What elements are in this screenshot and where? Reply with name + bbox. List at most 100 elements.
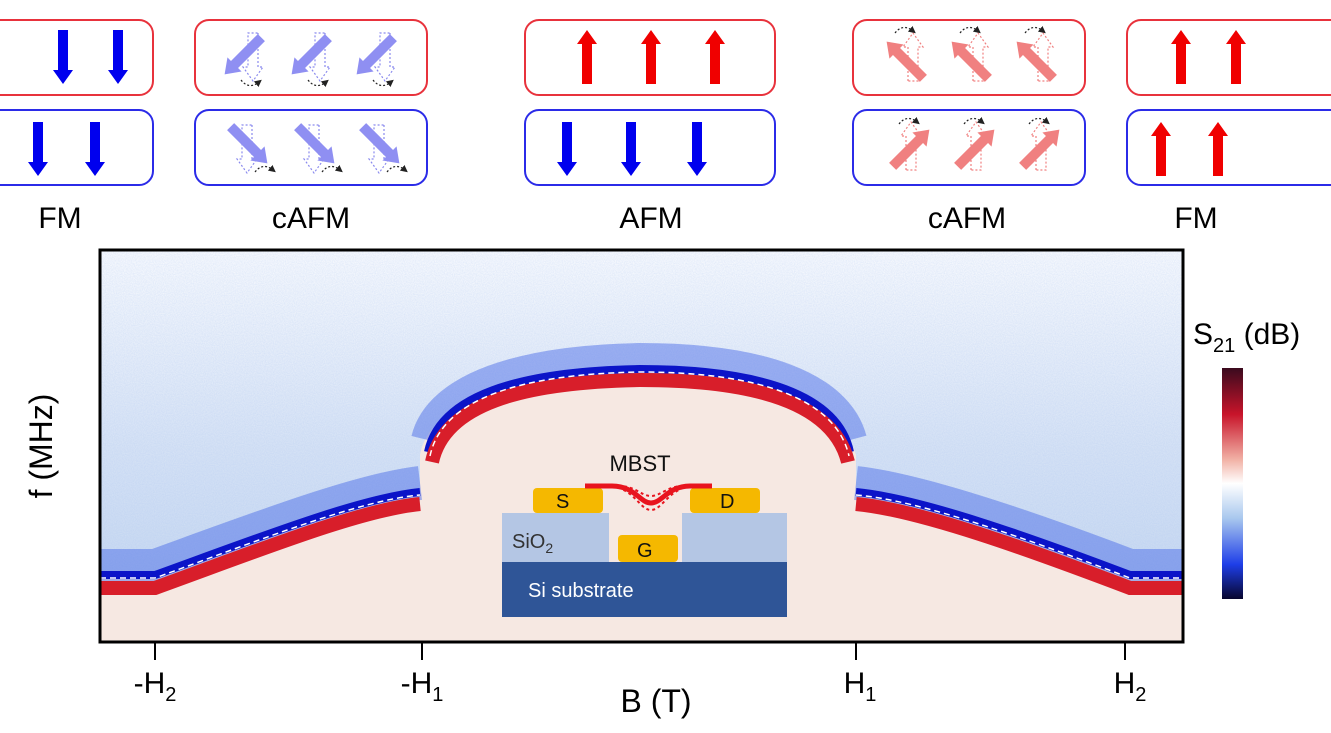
x-tick-label-h2: H2	[1114, 667, 1147, 706]
precession-curl-cafm-right-bottom-2	[1028, 116, 1050, 125]
x-tick-label-neg-h2: -H2	[134, 667, 177, 706]
spin-arrow-cafm-left-top-0	[224, 34, 265, 75]
spin-arrow-cafm-right-top-0	[886, 41, 927, 82]
spin-arrow-afm-top-2	[705, 30, 725, 84]
source-contact	[533, 488, 603, 513]
colorbar-title: S21 (dB)	[1193, 318, 1300, 357]
resonance-red-right	[855, 497, 1183, 595]
spin-arrow-afm-bottom-0	[557, 122, 577, 176]
spin-arrow-cafm-right-bottom-0	[889, 129, 930, 170]
precession-curl-cafm-left-top-0	[240, 79, 262, 88]
spin-arrow-fm-left-top-1	[108, 30, 128, 84]
spin-arrow-fm-right-bottom-1	[1208, 122, 1228, 176]
spin-arrow-cafm-left-top-ref-0	[241, 32, 265, 83]
membrane	[585, 483, 712, 506]
resonance-edge-center	[424, 364, 854, 453]
resonance-trace-left	[100, 494, 421, 579]
precession-curl-cafm-right-top-1	[959, 25, 981, 34]
panel-fm-left-bottom	[0, 109, 154, 186]
spin-arrow-cafm-right-top-ref-1	[966, 31, 990, 82]
spin-arrow-cafm-right-bottom-ref-1	[964, 120, 988, 171]
spin-arrow-cafm-left-top-2	[356, 34, 397, 75]
inset-title: MBST	[609, 451, 670, 476]
spin-arrow-cafm-right-top-1	[951, 41, 992, 82]
drain-contact	[690, 488, 760, 513]
sio2-left	[502, 513, 609, 562]
plot-frame	[98, 248, 1185, 644]
x-tick-label-h1: H1	[844, 667, 877, 706]
resonance-trace-right	[855, 494, 1183, 579]
phase-label-fm-right: FM	[1174, 202, 1217, 235]
resonance-edge-left	[100, 488, 421, 579]
sio2-right	[682, 513, 787, 562]
precession-curl-cafm-left-top-2	[372, 79, 394, 88]
phase-label-cafm-right: cAFM	[928, 202, 1006, 235]
precession-curl-cafm-right-top-2	[1024, 25, 1046, 34]
membrane-deflection-upper	[611, 484, 691, 498]
colorbar	[1222, 368, 1243, 599]
panel-fm-right-bottom	[1126, 109, 1331, 186]
y-axis-title: f (MHz)	[23, 394, 59, 499]
precession-curl-cafm-left-top-1	[307, 79, 329, 88]
phase-label-cafm-left: cAFM	[272, 202, 350, 235]
spin-arrow-cafm-right-bottom-1	[954, 129, 995, 170]
precession-curl-cafm-left-bottom-0	[254, 164, 276, 173]
spin-arrow-cafm-right-top-ref-2	[1031, 31, 1055, 82]
spin-arrow-cafm-left-bottom-2	[359, 123, 400, 164]
x-ticks	[154, 642, 1126, 660]
resonance-trace-center	[429, 371, 850, 457]
resonance-red-center	[425, 372, 855, 464]
resonance-halo-center	[411, 342, 867, 446]
drain-label: D	[720, 491, 734, 513]
spin-arrow-fm-left-bottom-1	[85, 122, 105, 176]
panel-afm-bottom	[524, 109, 776, 186]
spin-arrow-fm-right-bottom-0	[1151, 122, 1171, 176]
sio2-label: SiO2	[512, 531, 553, 556]
spin-arrow-cafm-left-bottom-1	[294, 123, 335, 164]
panel-fm-right-top	[1126, 19, 1331, 96]
resonance-halo-left	[100, 466, 423, 583]
spin-arrow-cafm-right-top-2	[1016, 41, 1057, 82]
phase-label-afm: AFM	[619, 202, 682, 235]
spin-arrow-cafm-left-top-ref-1	[308, 32, 332, 83]
resonance-edge-right	[855, 488, 1183, 579]
spin-arrow-cafm-left-bottom-ref-1	[302, 124, 326, 175]
precession-curl-cafm-right-top-0	[894, 25, 916, 34]
spin-arrow-cafm-right-bottom-2	[1019, 129, 1060, 170]
si-substrate-label: Si substrate	[528, 580, 634, 602]
spin-arrow-cafm-right-top-ref-0	[901, 31, 925, 82]
precession-curl-cafm-right-bottom-1	[963, 116, 985, 125]
device-inset: Si substrate SiO2 S D G MBST	[502, 451, 787, 617]
spin-arrow-cafm-right-bottom-ref-2	[1029, 120, 1053, 171]
precession-curl-cafm-left-bottom-2	[386, 164, 408, 173]
spin-arrow-fm-right-top-1	[1226, 30, 1246, 84]
phase-label-fm-left: FM	[38, 202, 81, 235]
spin-arrow-cafm-left-bottom-0	[227, 123, 268, 164]
panel-fm-left-top	[0, 19, 154, 96]
source-label: S	[556, 491, 569, 513]
spin-arrow-fm-left-bottom-0	[28, 122, 48, 176]
x-axis-title: B (T)	[620, 683, 691, 719]
panel-cafm-right-bottom	[852, 109, 1086, 186]
map-lower-region	[100, 372, 1183, 642]
spin-arrow-afm-bottom-1	[621, 122, 641, 176]
spin-arrow-afm-top-0	[577, 30, 597, 84]
resonance-red-left	[100, 497, 421, 595]
precession-curl-cafm-right-bottom-0	[898, 116, 920, 125]
spin-arrow-fm-right-top-0	[1171, 30, 1191, 84]
spin-arrow-cafm-left-bottom-ref-2	[367, 124, 391, 175]
spin-arrow-afm-bottom-2	[687, 122, 707, 176]
gate-label: G	[637, 540, 653, 562]
spin-arrow-cafm-right-bottom-ref-0	[899, 120, 923, 171]
gate-contact	[618, 535, 678, 562]
si-substrate	[502, 562, 787, 617]
spin-arrow-afm-top-1	[641, 30, 661, 84]
x-tick-label-neg-h1: -H1	[401, 667, 444, 706]
spin-arrow-fm-left-top-0	[53, 30, 73, 84]
spin-configuration-panels	[0, 19, 1331, 186]
resonance-halo-right	[853, 466, 1183, 583]
precession-curl-cafm-left-bottom-1	[321, 164, 343, 173]
spin-arrow-cafm-left-top-ref-2	[373, 32, 397, 83]
panel-cafm-left-bottom	[194, 109, 428, 186]
